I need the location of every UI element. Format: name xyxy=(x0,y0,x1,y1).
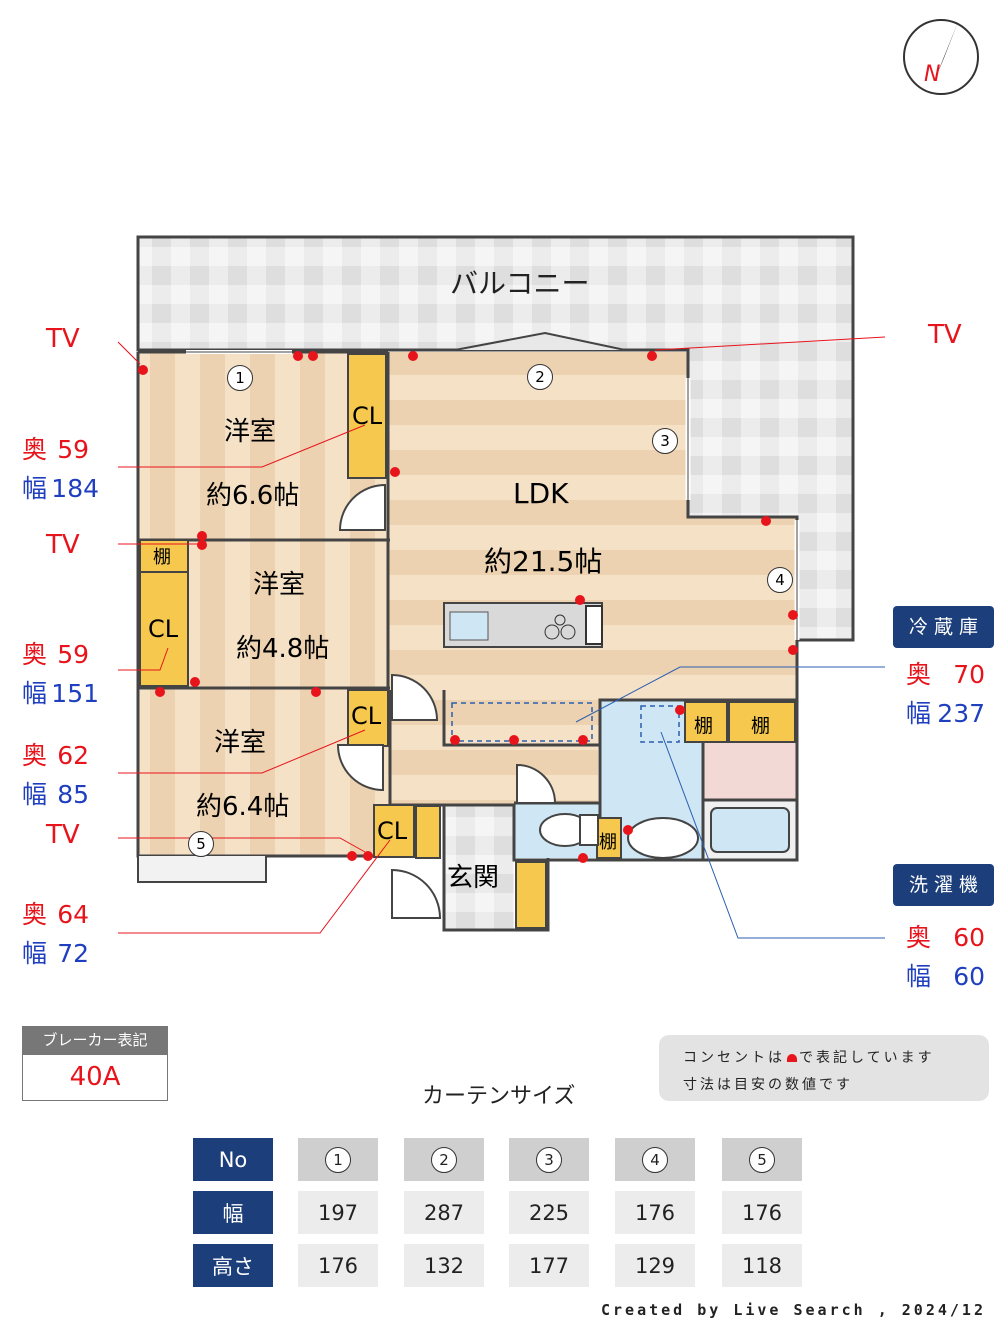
room-size-ldk: 約21.5帖 xyxy=(484,545,603,578)
curtain-no-cell: 2 xyxy=(404,1138,484,1181)
room-name-western-1: 洋室 xyxy=(224,417,277,447)
curtain-no-cell: 1 xyxy=(298,1138,378,1181)
curtain-no-cell: 3 xyxy=(509,1138,589,1181)
outlet-legend-icon xyxy=(787,1054,797,1062)
closet-1 xyxy=(347,353,387,479)
window-marker-2: 2 xyxy=(527,364,553,390)
curtain-width-cell: 176 xyxy=(722,1191,802,1234)
curtain-no-cell: 5 xyxy=(722,1138,802,1181)
outlet-markers xyxy=(138,351,798,863)
shelf-3 xyxy=(728,701,796,743)
window-marker-5: 5 xyxy=(188,831,214,857)
curtain-height-cell: 129 xyxy=(615,1244,695,1287)
note-line1-a: コンセントは xyxy=(683,1050,785,1066)
closet-3 xyxy=(347,689,389,747)
curtain-row-label-width: 幅 xyxy=(193,1191,273,1234)
shelf-label-2: 棚 xyxy=(694,715,714,737)
curtain-title: カーテンサイズ xyxy=(422,1084,576,1109)
curtain-width-cell: 176 xyxy=(615,1191,695,1234)
closet-label-2: CL xyxy=(148,615,179,643)
note-line2: 寸法は目安の数値です xyxy=(683,1077,853,1093)
closet-label-4: CL xyxy=(377,817,408,845)
curtain-height-cell: 132 xyxy=(404,1244,484,1287)
bath-anteroom xyxy=(703,740,797,800)
curtain-width-cell: 197 xyxy=(298,1191,378,1234)
bathtub xyxy=(710,807,790,853)
floor-plan xyxy=(117,19,979,939)
compass xyxy=(903,19,979,95)
curtain-height-cell: 176 xyxy=(298,1244,378,1287)
curtain-width-cell: 225 xyxy=(509,1191,589,1234)
washer-badge: 洗 濯 機 xyxy=(893,864,994,906)
room-size-western-1: 約6.6帖 xyxy=(206,481,300,511)
fridge-space xyxy=(451,702,593,742)
credit-line: Created by Live Search , 2024/12 xyxy=(601,1301,986,1319)
tv-label-2: TV xyxy=(928,320,962,350)
shelf-2 xyxy=(684,701,728,743)
breaker-title: ブレーカー表記 xyxy=(22,1026,168,1054)
closet-4 xyxy=(373,804,415,858)
shelf-1 xyxy=(139,539,189,573)
curtain-no-cell: 4 xyxy=(615,1138,695,1181)
note-line1-b: で表記しています xyxy=(799,1050,935,1066)
room-name-western-2: 洋室 xyxy=(253,570,306,600)
curtain-row-label-height: 高さ xyxy=(193,1244,273,1287)
curtain-width-cell: 287 xyxy=(404,1191,484,1234)
tv-label-4: TV xyxy=(46,820,80,850)
compass-north-label: N xyxy=(924,62,941,87)
entrance-floor xyxy=(444,805,514,930)
shelf-label-1: 棚 xyxy=(153,547,171,568)
tv-label-3: TV xyxy=(46,530,80,560)
washer-space xyxy=(640,705,680,743)
window-marker-4: 4 xyxy=(767,567,793,593)
shelf-label-4: 棚 xyxy=(599,832,617,853)
curtain-row-label-no: No xyxy=(193,1138,273,1181)
closet-label-1: CL xyxy=(352,402,383,430)
room-size-western-2: 約4.8帖 xyxy=(236,634,330,664)
closet-label-3: CL xyxy=(351,702,382,730)
washbasin xyxy=(627,817,699,859)
curtain-height-cell: 118 xyxy=(722,1244,802,1287)
note-box: コンセントはで表記しています 寸法は目安の数値です xyxy=(659,1035,989,1101)
shelf-label-3: 棚 xyxy=(751,715,771,737)
window-marker-3: 3 xyxy=(652,428,678,454)
fridge-badge: 冷 蔵 庫 xyxy=(893,606,994,648)
closet-2 xyxy=(139,571,189,687)
room-name-western-3: 洋室 xyxy=(214,728,267,758)
balcony-label: バルコニー xyxy=(450,267,590,300)
room-size-western-3: 約6.4帖 xyxy=(196,792,290,822)
window-marker-1: 1 xyxy=(227,365,253,391)
entrance-label: 玄関 xyxy=(447,863,500,893)
room-name-ldk: LDK xyxy=(513,477,569,510)
breaker-value: 40A xyxy=(22,1054,168,1101)
curtain-height-cell: 177 xyxy=(509,1244,589,1287)
tv-label-1: TV xyxy=(46,324,80,354)
